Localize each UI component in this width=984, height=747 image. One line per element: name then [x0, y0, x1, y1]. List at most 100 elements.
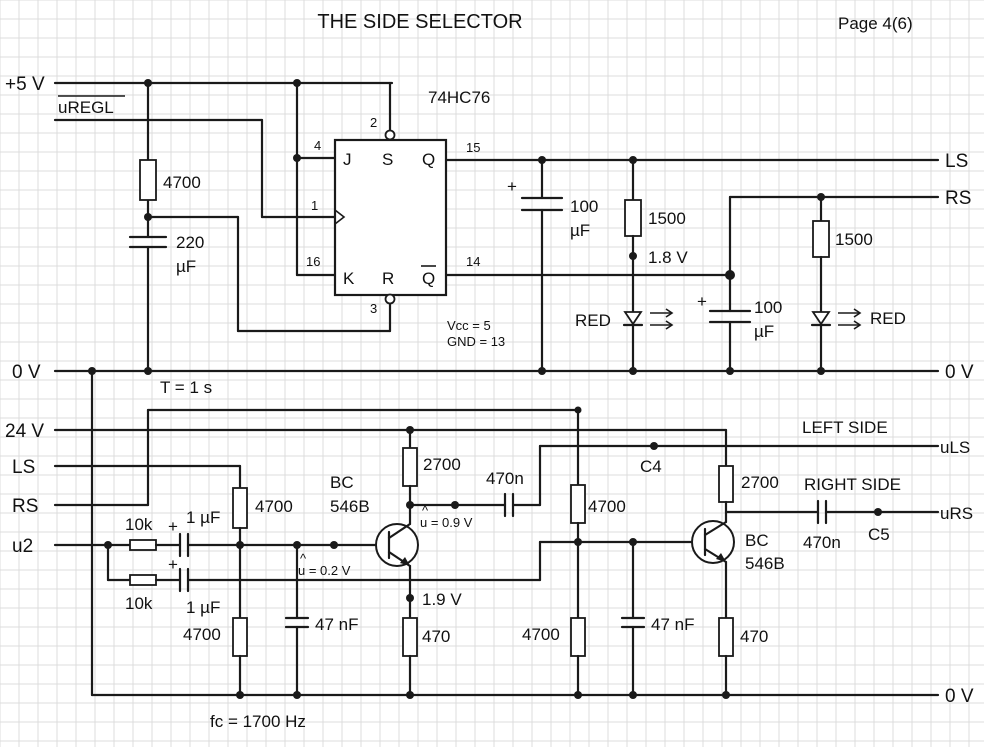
pin-number-clk: 1 — [311, 198, 318, 213]
led2-diode — [811, 311, 831, 326]
timer-resistor — [139, 159, 157, 201]
output-label-ls: LS — [945, 151, 968, 172]
power-note-vcc: Vcc = 5 — [447, 318, 491, 333]
pin-letter-s: S — [382, 150, 393, 169]
svg-text:^: ^ — [300, 551, 307, 566]
label-r-emit1: 470 — [422, 627, 450, 646]
led1-diode — [623, 311, 643, 326]
left-side-label: LEFT SIDE — [802, 418, 888, 437]
label-q1-type: BC — [330, 473, 354, 492]
pin-number-j: 4 — [314, 138, 321, 153]
pin-letter-j: J — [343, 150, 352, 169]
label-r-bias-top: 4700 — [255, 497, 293, 516]
rail-label-uregl: uREGL — [58, 98, 114, 117]
output-label-rs: RS — [945, 188, 971, 209]
clock-wiring — [260, 81, 392, 277]
label-r-in-b: 10k — [125, 594, 153, 613]
stage1-emitter-resistor — [402, 617, 418, 657]
chip-label: 74HC76 — [428, 88, 490, 107]
label-r-timer: 4700 — [163, 173, 201, 192]
label-q1-model: 546B — [330, 497, 370, 516]
junction-dots — [88, 79, 882, 699]
pin-number-q: 15 — [466, 140, 480, 155]
label-q2-type: BC — [745, 531, 769, 550]
label-led2: RED — [870, 309, 906, 328]
stage1-collector-resistor — [402, 447, 418, 487]
supply-rails — [53, 81, 940, 373]
label-led1: RED — [575, 311, 611, 330]
label-r-coll1: 2700 — [423, 455, 461, 474]
label-c-in-a: 1 µF — [186, 508, 220, 527]
rs-indicator: + — [697, 195, 940, 373]
output-label-urs: uRS — [940, 504, 973, 523]
pin-letter-r: R — [382, 269, 394, 288]
input-resistor-a — [129, 539, 157, 551]
label-q2-model: 546B — [745, 554, 785, 573]
label-timing: T = 1 s — [160, 378, 212, 397]
rail-label-24v: 24 V — [5, 421, 44, 442]
pin-number-s: 2 — [370, 115, 377, 130]
pin-letter-q: Q — [422, 150, 435, 169]
label-c4: C4 — [640, 457, 662, 476]
label-r-bias2-top: 4700 — [588, 497, 626, 516]
rail-label-plus5v: +5 V — [5, 74, 45, 95]
label-r-in-a: 10k — [125, 515, 153, 534]
svg-text:+: + — [168, 517, 178, 536]
label-u-base1: u = 0.2 V — [298, 563, 351, 578]
stage2-bias-top — [570, 484, 586, 524]
lower-rails — [53, 369, 940, 697]
power-note-gnd: GND = 13 — [447, 334, 505, 349]
label-v-led1: 1.8 V — [648, 248, 688, 267]
label-c-rs-1: 100 — [754, 298, 782, 317]
page-title: THE SIDE SELECTOR — [317, 11, 522, 33]
label-fc: fc = 1700 Hz — [210, 712, 306, 731]
label-v-emit1: 1.9 V — [422, 590, 462, 609]
label-r-emit2: 470 — [740, 627, 768, 646]
pin-letter-qbar: Q — [422, 269, 435, 288]
label-c-filter2: 47 nF — [651, 615, 694, 634]
label-c-out2: 470n — [803, 533, 841, 552]
pin-letter-k: K — [343, 269, 355, 288]
stage2-collector-resistor — [718, 465, 734, 503]
svg-text:+: + — [697, 292, 707, 311]
rail-label-0v-top-right: 0 V — [945, 362, 974, 383]
input-network: + + — [53, 517, 702, 593]
svg-text:+: + — [168, 555, 178, 574]
label-r-led2: 1500 — [835, 230, 873, 249]
label-c-timer-1: 220 — [176, 233, 204, 252]
stage2-bias-bottom — [570, 617, 586, 657]
svg-text:^: ^ — [422, 503, 429, 518]
transistor-stage2 — [691, 465, 940, 697]
label-c-out1: 470n — [486, 469, 524, 488]
led2-resistor — [812, 220, 830, 258]
label-r-bias-bot: 4700 — [183, 625, 221, 644]
label-r-led1: 1500 — [648, 209, 686, 228]
stage2-bias — [570, 484, 646, 697]
pin-number-r: 3 — [370, 301, 377, 316]
ls-indicator: + — [507, 158, 674, 373]
pin-number-qbar: 14 — [466, 254, 480, 269]
label-u-coll1: u = 0.9 V — [420, 515, 473, 530]
label-c-rs-2: µF — [754, 322, 774, 341]
rail-label-0v-bottom: 0 V — [945, 686, 974, 707]
timer-network — [128, 81, 392, 373]
page-number: Page 4(6) — [838, 14, 913, 33]
label-c-in-b: 1 µF — [186, 598, 220, 617]
stage1-bias-top — [232, 487, 248, 529]
stage1-bias — [232, 487, 310, 697]
label-r-bias2-bot: 4700 — [522, 625, 560, 644]
rail-label-ls: LS — [12, 457, 35, 478]
label-c-ls-1: 100 — [570, 197, 598, 216]
rail-label-u2: u2 — [12, 536, 33, 557]
svg-text:+: + — [507, 177, 517, 196]
label-c-ls-2: µF — [570, 221, 590, 240]
stage2-emitter-resistor — [718, 617, 734, 657]
rail-label-0v-top: 0 V — [12, 362, 41, 383]
label-r-coll2: 2700 — [741, 473, 779, 492]
label-c-timer-2: µF — [176, 257, 196, 276]
label-c-filter1: 47 nF — [315, 615, 358, 634]
stage1-bias-bottom — [232, 617, 248, 657]
label-c5: C5 — [868, 525, 890, 544]
rail-label-rs: RS — [12, 496, 38, 517]
